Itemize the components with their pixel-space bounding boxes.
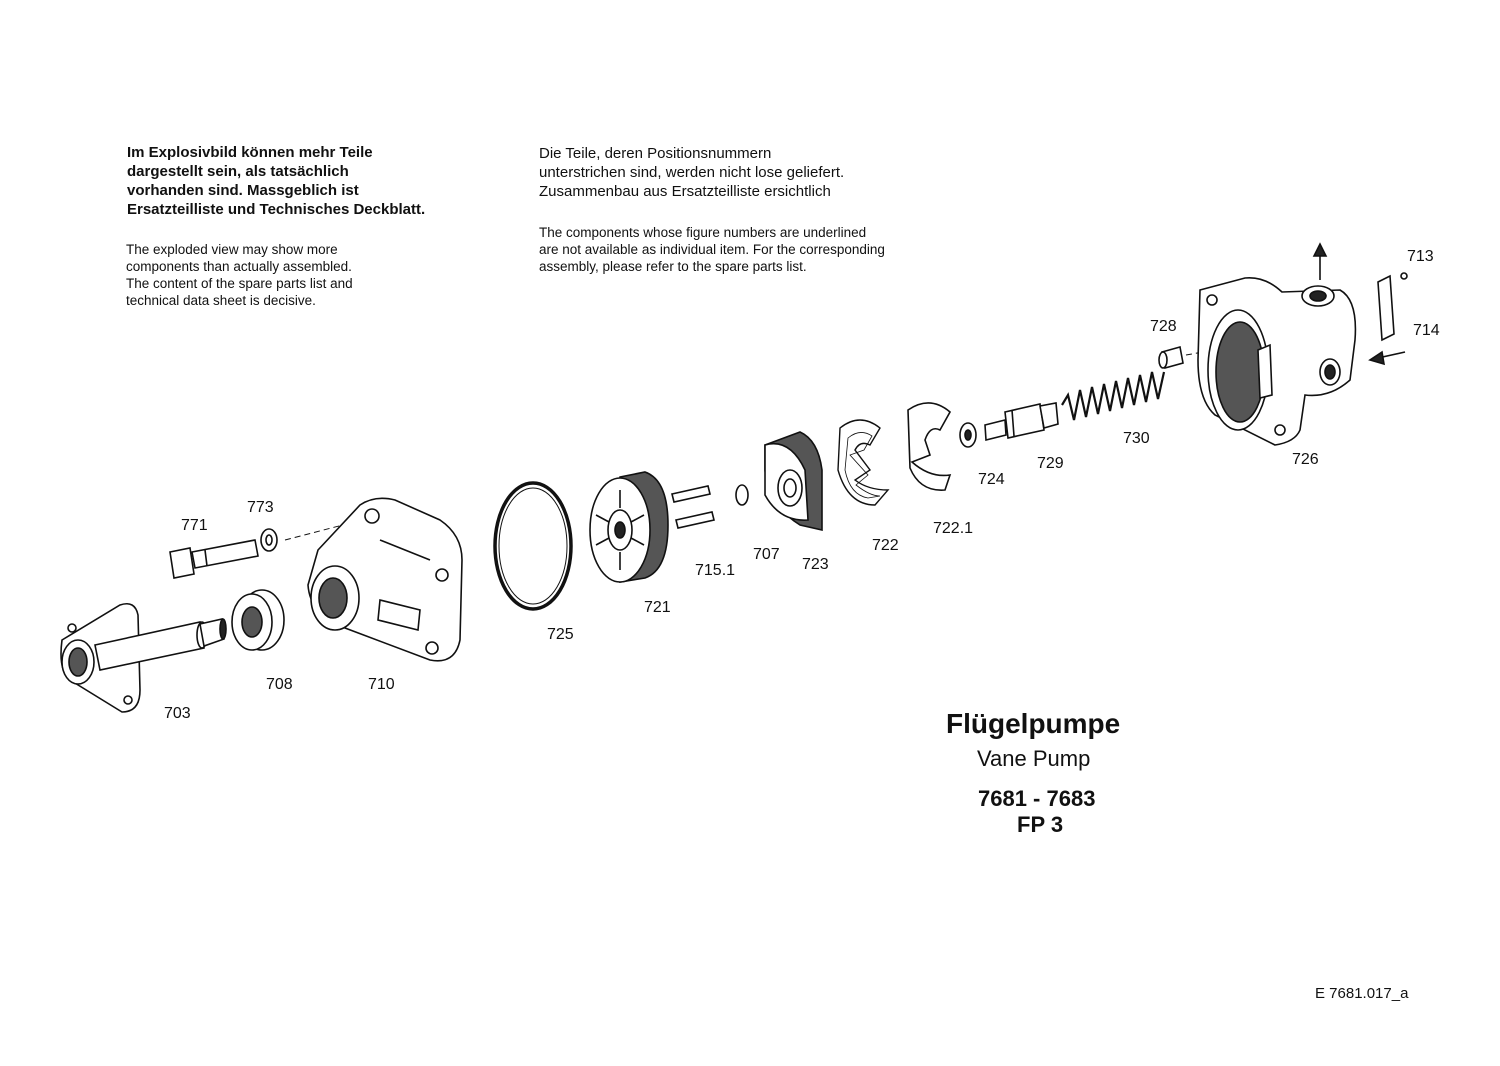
- part-707-ring: [735, 484, 749, 506]
- part-714-plate: [1377, 274, 1395, 342]
- part-726-housing: [1197, 276, 1357, 446]
- title-german: Flügelpumpe: [946, 708, 1121, 739]
- callout-730: 730: [1123, 430, 1150, 447]
- part-721-rotor: [589, 471, 669, 583]
- title-english: Vane Pump: [977, 746, 1091, 771]
- callout-708: 708: [266, 676, 293, 693]
- document-reference: E 7681.017_a: [1315, 985, 1409, 1002]
- part-771-bolt: [169, 539, 259, 579]
- callout-707: 707: [753, 546, 780, 563]
- callout-723: 723: [802, 556, 829, 573]
- flow-arrow-left: [1368, 350, 1406, 366]
- callout-724: 724: [978, 471, 1005, 488]
- model-numbers: 7681 - 7683: [978, 786, 1096, 811]
- part-729-valve-piston: [984, 402, 1059, 442]
- model-type: FP 3: [1017, 812, 1064, 837]
- part-703-drive-shaft: [60, 602, 227, 713]
- part-725-o-ring: [493, 481, 573, 611]
- note-german-exploded-view: Im Explosivbild können mehr Teile darges…: [127, 144, 426, 218]
- part-773-washer: [260, 528, 278, 552]
- part-708-shaft-seal: [231, 589, 285, 651]
- part-730-spring: [1061, 371, 1166, 421]
- part-715-1-pins: [671, 485, 715, 529]
- callout-713: 713: [1407, 248, 1434, 265]
- callout-726: 726: [1292, 451, 1319, 468]
- part-722-cam-ring: [837, 419, 890, 506]
- note-english-exploded-view: The exploded view may show more componen…: [126, 242, 353, 308]
- callout-715-1: 715.1: [695, 562, 735, 579]
- callout-725: 725: [547, 626, 574, 643]
- callout-703: 703: [164, 705, 191, 722]
- part-723-side-plate: [764, 431, 823, 532]
- callout-773: 773: [247, 499, 274, 516]
- part-724-circlip: [959, 422, 977, 448]
- callout-714: 714: [1413, 322, 1440, 339]
- callout-729: 729: [1037, 455, 1064, 472]
- callout-728: 728: [1150, 318, 1177, 335]
- callout-722: 722: [872, 537, 899, 554]
- callout-771: 771: [181, 517, 208, 534]
- note-german-underlined: Die Teile, deren Positionsnummern unters…: [539, 145, 845, 200]
- flow-arrow-up: [1312, 242, 1328, 280]
- callout-721: 721: [644, 599, 671, 616]
- part-710-pump-cover: [307, 497, 463, 662]
- callout-722-1: 722.1: [933, 520, 973, 537]
- part-728-plug: [1158, 345, 1184, 370]
- part-722-1-plate: [907, 402, 952, 491]
- note-english-underlined: The components whose figure numbers are …: [539, 225, 885, 274]
- part-713-screw: [1400, 272, 1408, 280]
- callout-710: 710: [368, 676, 395, 693]
